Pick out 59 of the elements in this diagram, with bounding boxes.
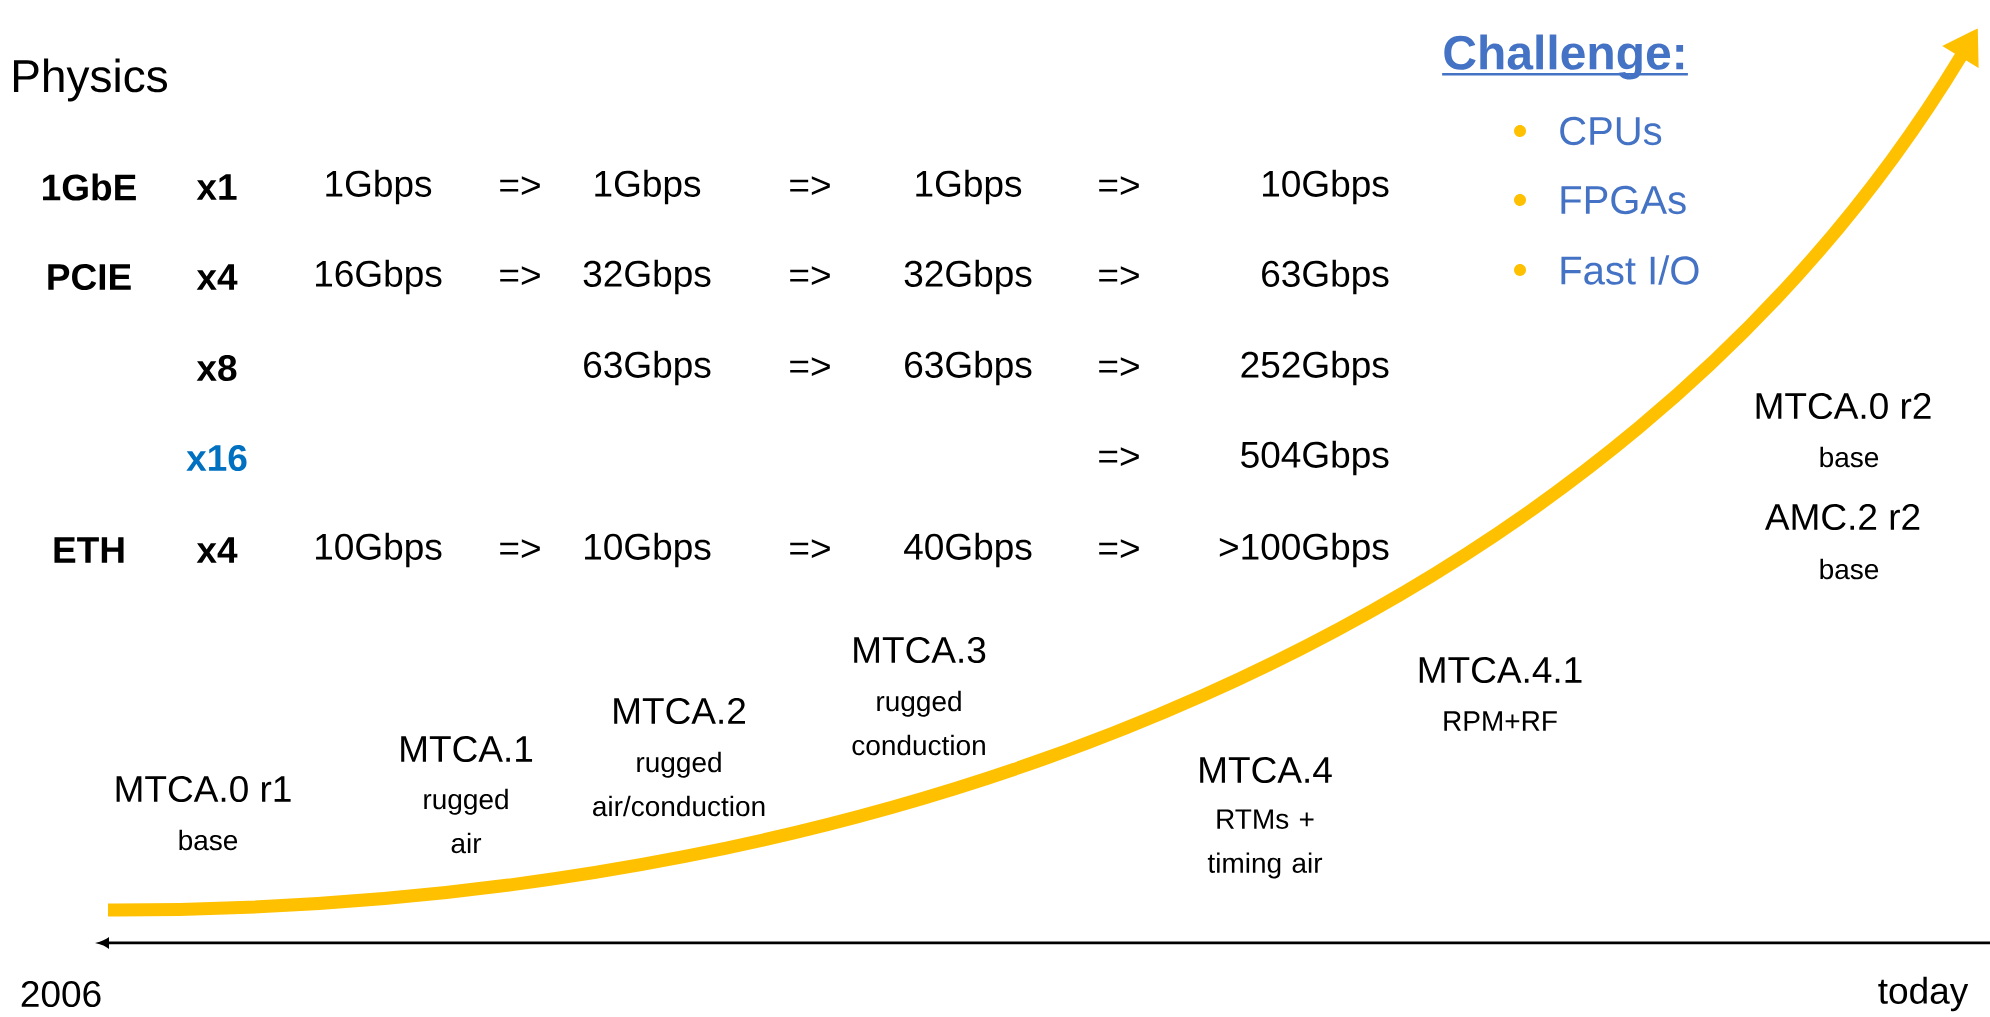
arrow-text: => xyxy=(790,266,830,285)
standard-label: MTCA.4.1 xyxy=(1419,656,1582,684)
description-text: RTMs + timing air xyxy=(1207,809,1323,879)
description-text: base xyxy=(1820,558,1879,580)
row-label: 1GbE xyxy=(43,173,136,201)
bandwidth-value: 10Gbps xyxy=(1263,169,1389,205)
standard-label: MTCA.0 r1 xyxy=(116,775,291,803)
bandwidth-value: 40Gbps xyxy=(904,532,1032,568)
arrow-text: => xyxy=(500,539,540,558)
row-label: x1 xyxy=(196,174,237,200)
bandwidth-value: 1Gbps xyxy=(916,169,1022,205)
standard-label: AMC.2 r2 xyxy=(1764,503,1920,531)
description-text: base xyxy=(179,829,238,851)
arrow-text: => xyxy=(790,357,830,376)
arrow-text: => xyxy=(1099,357,1139,376)
bandwidth-value: 32Gbps xyxy=(583,259,711,295)
row-label: x4 xyxy=(196,537,238,563)
bullet-item: Fast I/O xyxy=(1514,255,1699,285)
arrow-text: => xyxy=(1099,539,1139,558)
arrow-text: => xyxy=(1099,266,1139,285)
bandwidth-value: 32Gbps xyxy=(904,259,1032,295)
arrow-text: => xyxy=(790,176,830,195)
row-label: PCIE xyxy=(48,263,131,291)
row-label: ETH xyxy=(54,537,124,563)
bullet-item: FPGAs xyxy=(1514,185,1686,215)
description-text: rugged air xyxy=(424,788,508,854)
axis-label: today xyxy=(1878,976,1969,1012)
description-text: rugged conduction xyxy=(852,690,985,756)
row-label: x16 xyxy=(186,444,247,472)
arrow-text: => xyxy=(500,266,540,285)
bandwidth-value: 1Gbps xyxy=(326,169,432,205)
arrow-text: => xyxy=(1099,447,1139,466)
bandwidth-value: 63Gbps xyxy=(584,350,711,386)
bandwidth-value: 63Gbps xyxy=(1262,259,1389,295)
bandwidth-value: 16Gbps xyxy=(316,259,442,295)
standard-label: MTCA.3 xyxy=(854,636,986,664)
row-label: x4 xyxy=(196,264,238,290)
bandwidth-value: 10Gbps xyxy=(316,532,442,568)
description-text: rugged air/conduction xyxy=(593,751,765,817)
bullet-item: CPUs xyxy=(1514,116,1662,146)
bandwidth-value: 252Gbps xyxy=(1241,350,1389,386)
bandwidth-value: 10Gbps xyxy=(585,532,711,568)
arrow-text: => xyxy=(790,539,830,558)
standard-label: MTCA.4 xyxy=(1200,756,1332,784)
description-text: base xyxy=(1820,446,1879,468)
standard-label: MTCA.2 xyxy=(614,697,745,725)
description-text: RPM+RF xyxy=(1444,711,1557,731)
bandwidth-value: 504Gbps xyxy=(1241,440,1389,476)
heading: Physics xyxy=(14,58,168,102)
bandwidth-value: 1Gbps xyxy=(595,169,701,205)
arrow-text: => xyxy=(1099,176,1139,195)
challenge-heading: Challenge: xyxy=(1442,34,1688,80)
bandwidth-value: 63Gbps xyxy=(905,350,1032,386)
axis-label: 2006 xyxy=(21,980,101,1008)
row-label: x8 xyxy=(196,354,237,382)
bandwidth-value: >100Gbps xyxy=(1219,532,1389,568)
arrow-text: => xyxy=(500,176,540,195)
standard-label: MTCA.1 xyxy=(401,735,533,763)
standard-label: MTCA.0 r2 xyxy=(1756,392,1931,420)
